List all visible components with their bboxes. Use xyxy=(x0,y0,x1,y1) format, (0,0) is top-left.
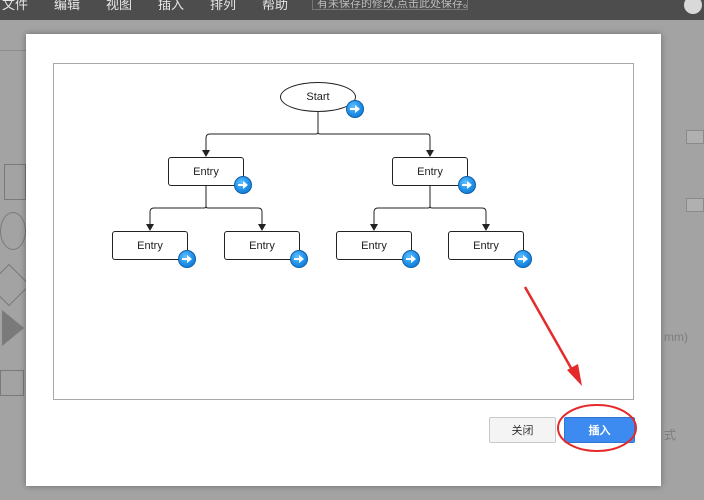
connector-line xyxy=(205,205,266,231)
connector-lines xyxy=(146,112,490,231)
menu-edit[interactable]: 编辑 xyxy=(54,0,81,12)
menu-file[interactable]: 文件 xyxy=(2,0,29,12)
bg-circle-shape xyxy=(0,212,26,250)
connector-line xyxy=(429,205,490,231)
add-child-arrow-icon[interactable] xyxy=(346,100,364,118)
menu-view[interactable]: 视图 xyxy=(106,0,133,12)
unsaved-changes-notice[interactable]: 有未保存的修改,点击此处保存。 xyxy=(312,0,468,10)
add-child-arrow-icon[interactable] xyxy=(290,250,308,268)
annotation-arrowhead xyxy=(567,364,582,386)
bg-cube-shape xyxy=(0,370,24,396)
start-node[interactable]: Start xyxy=(280,82,356,112)
add-child-arrow-icon[interactable] xyxy=(458,176,476,194)
annotation-circle xyxy=(557,404,637,452)
connector-line xyxy=(317,131,434,157)
diagram-preview: Start Entry Entry Entry Entry xyxy=(53,63,634,400)
avatar[interactable] xyxy=(684,0,702,14)
menubar: 文件 编辑 视图 插入 排列 帮助 有未保存的修改,点击此处保存。 xyxy=(0,0,704,20)
annotation-arrow xyxy=(523,286,577,376)
add-child-arrow-icon[interactable] xyxy=(178,250,196,268)
menu-help[interactable]: 帮助 xyxy=(262,0,289,12)
bg-right-text: 式 xyxy=(664,428,677,442)
add-child-arrow-icon[interactable] xyxy=(514,250,532,268)
bg-divider xyxy=(0,50,26,51)
insert-template-dialog: Start Entry Entry Entry Entry xyxy=(26,34,661,486)
bg-right-text: mm) xyxy=(664,330,688,344)
bg-rectangle-shape xyxy=(4,164,26,200)
menu-arrange[interactable]: 排列 xyxy=(210,0,237,12)
close-button[interactable]: 关闭 xyxy=(489,417,556,443)
entry-node[interactable]: Entry xyxy=(336,231,412,260)
add-child-arrow-icon[interactable] xyxy=(402,250,420,268)
bg-triangle-shape xyxy=(2,310,24,346)
menu-insert[interactable]: 插入 xyxy=(158,0,185,12)
insert-button[interactable]: 插入 xyxy=(564,417,635,443)
add-child-arrow-icon[interactable] xyxy=(234,176,252,194)
